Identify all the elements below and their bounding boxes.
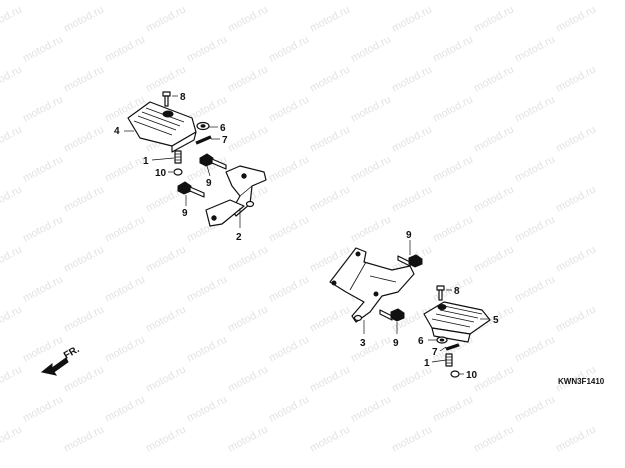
left-footpeg-assembly: 4 8 6 7 1 10 9 9 2 [114,91,267,243]
right-spring-1 [445,353,453,367]
callout-right-1: 1 [424,358,430,369]
left-footpeg [127,101,197,153]
diagram-code: KWN3F1410 [558,377,605,386]
left-washer-6 [196,121,210,131]
right-bracket-3 [329,247,415,323]
front-indicator-text: FR. [62,344,82,362]
callout-left-9-upper: 9 [206,178,212,189]
left-leader-lines [124,95,241,228]
right-cotter-pin-7 [445,343,460,351]
right-bolt-9-upper [397,254,423,268]
right-leader-lines [363,240,490,375]
callout-left-10: 10 [155,168,167,179]
left-bracket-2 [205,165,267,227]
left-bolt-8 [162,91,171,107]
right-footpeg [423,301,491,343]
right-bolt-9-lower [379,308,405,322]
left-washer-10 [173,168,183,176]
callout-right-9-lower: 9 [393,338,399,349]
callout-left-6: 6 [220,123,226,134]
callout-right-3: 3 [360,338,366,349]
callout-left-7: 7 [222,135,228,146]
left-bolt-9-lower [177,181,205,198]
callout-right-8: 8 [454,286,460,297]
callout-right-5: 5 [493,315,499,326]
callout-right-6: 6 [418,336,424,347]
callout-left-2: 2 [236,232,242,243]
right-bolt-8 [436,285,445,301]
callout-left-8: 8 [180,92,186,103]
callout-right-9-upper: 9 [406,230,412,241]
callout-right-10: 10 [466,370,478,381]
callout-left-9-lower: 9 [182,208,188,219]
front-indicator: FR. [40,344,82,376]
right-footpeg-assembly: 9 3 9 8 5 6 7 1 10 [329,230,499,381]
left-spring-1 [174,150,182,164]
callout-right-7: 7 [432,347,438,358]
front-arrow-icon [40,357,69,376]
right-washer-6 [436,336,448,344]
left-cotter-pin-7 [195,135,212,145]
callout-left-1: 1 [143,156,149,167]
callout-left-4: 4 [114,126,120,137]
right-washer-10 [450,370,460,378]
left-bolt-9-upper [199,153,227,170]
